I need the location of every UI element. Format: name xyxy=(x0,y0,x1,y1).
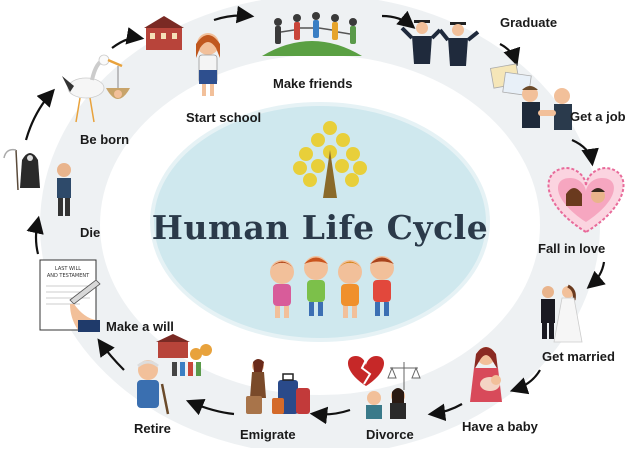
arrow-friends-to-graduate xyxy=(381,10,416,29)
arrow-emigrate-to-retire xyxy=(185,398,235,416)
arrow-graduate-to-job xyxy=(499,43,521,67)
cycle-arrows xyxy=(24,5,606,425)
stage-label-be-born: Be born xyxy=(80,132,130,147)
stage-label-get-married: Get married xyxy=(542,349,615,364)
will-document-icon: LAST WILL AND TESTAMENT xyxy=(39,259,101,332)
will-title-line-2: AND TESTAMENT xyxy=(47,273,90,279)
center-ellipse xyxy=(150,102,490,342)
stage-label-make-friends: Make friends xyxy=(273,76,353,91)
arrow-baby-to-divorce xyxy=(427,403,463,422)
stork-baby-icon xyxy=(62,54,130,123)
handshake-icon xyxy=(489,63,572,130)
friends-on-globe-icon xyxy=(262,12,362,56)
stage-label-have-a-baby: Have a baby xyxy=(462,419,538,434)
children-icon xyxy=(270,256,394,318)
arrow-retire-to-will xyxy=(97,338,125,371)
stage-label-retire: Retire xyxy=(134,421,171,436)
elderly-man-icon xyxy=(137,334,212,415)
stage-label-die: Die xyxy=(80,225,101,240)
arrow-school-to-friends xyxy=(213,5,255,24)
arrow-job-to-love xyxy=(571,138,599,167)
mother-baby-icon xyxy=(470,347,502,402)
luggage-traveler-icon xyxy=(246,359,310,414)
stage-label-divorce: Divorce xyxy=(366,427,414,442)
grim-reaper-icon xyxy=(3,148,71,216)
background-ring xyxy=(40,0,600,453)
diagram-title: Human Life Cycle xyxy=(151,208,489,247)
broken-heart-icon xyxy=(347,356,421,419)
arrow-married-to-baby xyxy=(509,369,541,395)
arrow-will-to-die xyxy=(26,215,44,255)
stage-label-fall-in-love: Fall in love xyxy=(538,241,606,256)
will-title-line-1: LAST WILL xyxy=(55,266,81,272)
stage-label-start-school: Start school xyxy=(186,110,262,125)
arrow-born-to-school xyxy=(111,27,145,49)
stage-label-emigrate: Emigrate xyxy=(240,427,296,442)
graduates-icon xyxy=(400,20,480,66)
arrow-die-to-born xyxy=(24,88,55,141)
arrow-love-to-married xyxy=(586,261,606,289)
school-girl-icon xyxy=(144,16,220,96)
tree-icon xyxy=(293,121,367,198)
arrow-divorce-to-emigrate xyxy=(309,406,351,425)
hearts-couple-icon xyxy=(547,166,625,234)
stage-label-graduate: Graduate xyxy=(500,15,558,30)
stage-label-get-a-job: Get a job xyxy=(570,109,626,124)
stage-label-make-a-will: Make a will xyxy=(106,319,174,334)
wedding-couple-icon xyxy=(541,284,583,343)
